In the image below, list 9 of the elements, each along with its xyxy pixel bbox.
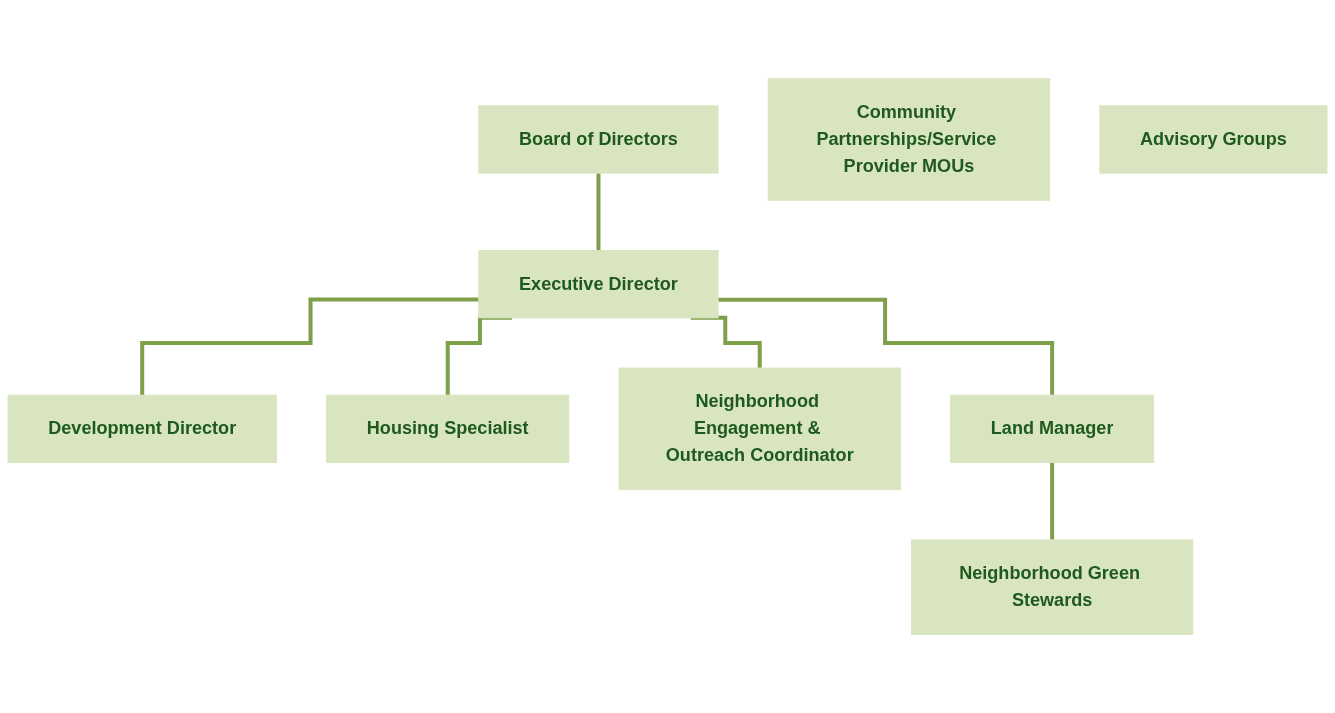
node-box: Executive Director [478,250,719,319]
node-box: Advisory Groups [1099,105,1328,174]
node-box: Board of Directors [478,105,719,174]
node-box: Community Partnerships/Service Provider MOUs [767,78,1051,201]
node-box: Neighborhood Green Stewards [910,539,1194,635]
node-box: Development Director [7,394,277,463]
node-box: Neighborhood Engagement & Outreach Coordinator [618,367,901,491]
node-box: Land Manager [950,394,1155,463]
node-box: Housing Specialist [326,394,570,463]
